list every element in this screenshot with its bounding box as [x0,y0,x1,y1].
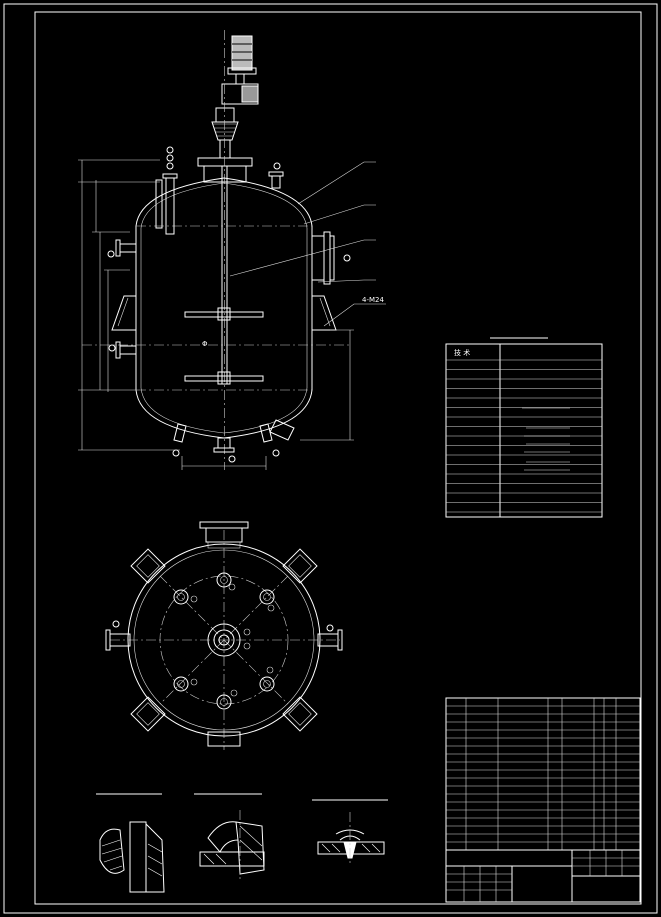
support-lug-left [111,295,137,331]
bolt-annotation: 4-M24 [362,296,384,304]
top-flange [197,157,253,167]
motor [231,35,253,71]
tech-table-header: 技 术 [454,348,470,357]
impeller-lower [184,375,264,382]
detail-views [96,793,388,893]
parts-list-table [445,697,641,903]
svg-text:Φ: Φ [202,340,208,348]
tech-table: 技 术 [445,337,603,518]
elevation-view: 4-M24 Φ [78,30,386,470]
impeller-upper [184,311,264,318]
support-lug-right [311,295,337,331]
inner-border [34,11,642,905]
plan-view [105,521,343,750]
title-block [446,849,640,902]
outer-border [3,3,658,914]
